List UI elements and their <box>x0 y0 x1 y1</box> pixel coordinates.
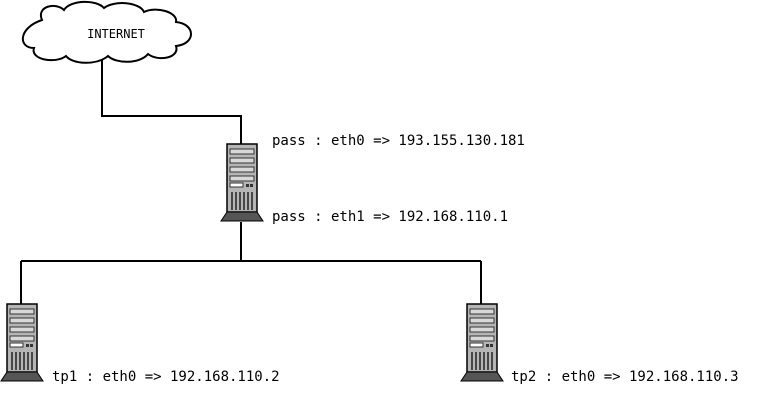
cloud-icon <box>22 0 192 64</box>
tp1-eth0-label: tp1 : eth0 => 192.168.110.2 <box>52 369 280 385</box>
internet-link <box>101 60 242 145</box>
internet-cloud: INTERNET <box>22 0 192 64</box>
server-icon <box>0 303 44 382</box>
tp2-eth0-label: tp2 : eth0 => 192.168.110.3 <box>511 369 739 385</box>
server-icon <box>220 143 264 222</box>
pass-eth1-label: pass : eth1 => 192.168.110.1 <box>272 209 508 225</box>
network-links <box>20 60 482 305</box>
server-tp1 <box>0 303 44 382</box>
server-tp2 <box>460 303 504 382</box>
pass-eth0-label: pass : eth0 => 193.155.130.181 <box>272 133 525 149</box>
server-icon <box>460 303 504 382</box>
server-pass <box>220 143 264 222</box>
cloud-label: INTERNET <box>87 27 145 41</box>
